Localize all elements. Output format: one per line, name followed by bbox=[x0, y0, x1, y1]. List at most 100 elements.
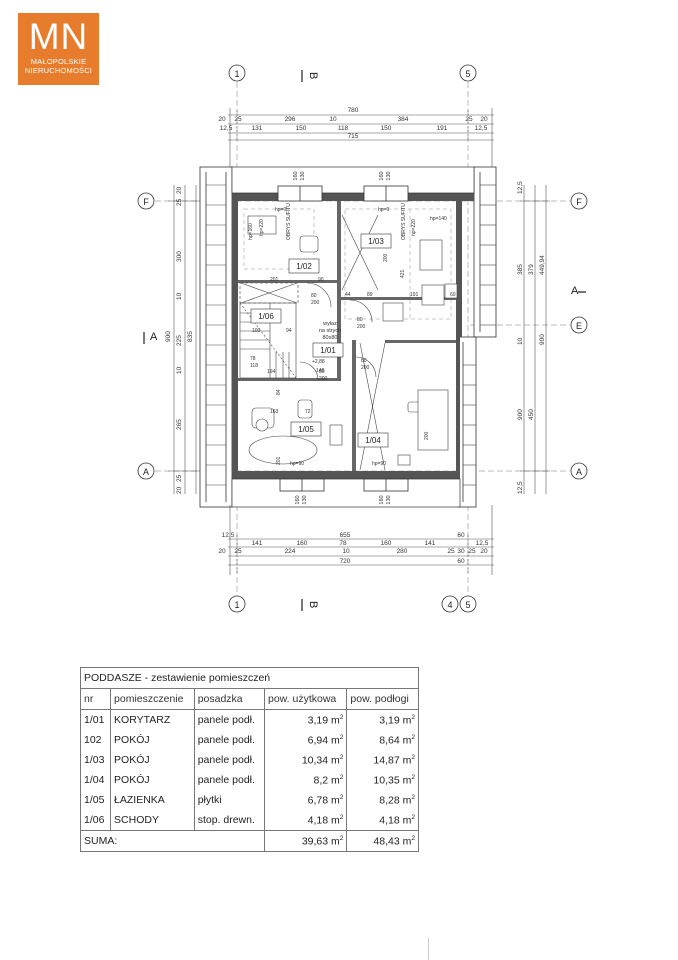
dim-top-r2-2: 131 bbox=[252, 125, 263, 132]
inner-walls bbox=[238, 201, 456, 471]
dim-bottom-r2-5: 280 bbox=[397, 548, 408, 555]
header-usable-area: pow. użytkowa bbox=[263, 688, 348, 710]
grid-label-1-bottom: 1 bbox=[234, 600, 239, 610]
row-room: SCHODY bbox=[110, 810, 195, 831]
plan-annotations: hp=0 hp=0 hp=90 hp=90 hp=160 hp=220 OBRY… bbox=[248, 203, 456, 467]
section-markers: B B A A bbox=[143, 70, 586, 611]
wall-bands bbox=[231, 166, 475, 508]
dim-top-1: 20 bbox=[218, 116, 226, 123]
attic-label-1: wyłaz bbox=[322, 321, 337, 327]
table-row: 1/01 KORYTARZ panele podł. 3,19 m2 3,19 … bbox=[79, 709, 419, 730]
logo-mark: MN bbox=[28, 16, 89, 57]
dim-bottom-4: 78 bbox=[339, 540, 347, 547]
dim-right-total-3: 900 bbox=[517, 409, 524, 420]
windows bbox=[277, 185, 409, 492]
dim-left-6: 10 bbox=[176, 366, 183, 374]
stairs bbox=[239, 282, 299, 379]
ann-163: 163 bbox=[270, 409, 279, 415]
room-1-05-label: 1/05 bbox=[298, 425, 314, 434]
row-nr: 102 bbox=[79, 730, 112, 750]
window-1-h: 130 bbox=[300, 171, 306, 180]
dim-left-total-2: 835 bbox=[187, 331, 194, 342]
door-swings bbox=[299, 282, 377, 381]
window-4-w: 160 bbox=[379, 495, 385, 504]
ann-hp140: hp=140 bbox=[430, 216, 447, 222]
ann-72: 72 bbox=[305, 409, 311, 415]
header-floor-finish: posadzka bbox=[193, 688, 265, 710]
dim-left-9: 20 bbox=[176, 486, 183, 494]
dim-bottom-r2-6: 25 bbox=[447, 548, 455, 555]
row-room: KORYTARZ bbox=[110, 709, 195, 730]
logo-line-2: NIERUCHOMOŚCI bbox=[24, 66, 93, 75]
row-nr: 1/06 bbox=[79, 810, 112, 831]
sum-label: SUMA: bbox=[80, 830, 265, 852]
row-room: ŁAZIENKA bbox=[110, 790, 195, 810]
ann-hp90-1: hp=90 bbox=[290, 461, 304, 467]
ann-level: +2,88 bbox=[312, 359, 325, 365]
divider bbox=[428, 938, 429, 960]
row-usable: 6,94 m2 bbox=[263, 730, 348, 750]
dim-top-r2-3: 150 bbox=[296, 125, 307, 132]
window-1-w: 160 bbox=[293, 171, 299, 180]
row-nr: 1/01 bbox=[79, 709, 112, 730]
row-usable: 4,18 m2 bbox=[263, 810, 348, 831]
header-room: pomieszczenie bbox=[110, 688, 195, 710]
grid-markers bbox=[137, 64, 588, 613]
ann-118: 118 bbox=[250, 363, 258, 369]
ann-obrys-1: OBRYS SUFITU bbox=[286, 203, 292, 240]
ann-door-2a: 80 bbox=[357, 317, 363, 323]
dimension-lines-top bbox=[228, 108, 494, 175]
dim-left-2: 25 bbox=[176, 198, 183, 206]
table-row: 102 POKÓJ panele podł. 6,94 m2 8,64 m2 bbox=[79, 730, 419, 750]
dimension-text-right: 12,5 385 10 379 450 12,5 449,94 900 900 bbox=[517, 181, 546, 494]
dim-bottom-r3: 720 bbox=[340, 558, 351, 565]
fixtures bbox=[247, 215, 458, 466]
outer-walls bbox=[232, 193, 474, 479]
dim-bottom-5: 160 bbox=[381, 540, 392, 547]
ann-84: 84 bbox=[276, 389, 282, 395]
row-usable: 3,19 m2 bbox=[263, 709, 348, 730]
dim-bottom-r2-4: 10 bbox=[342, 548, 350, 555]
grid-label-a-right: A bbox=[576, 467, 582, 477]
section-b-top: B bbox=[307, 72, 319, 79]
section-a-left: A bbox=[150, 331, 158, 343]
ann-60: 60 bbox=[450, 292, 456, 298]
window-3-w: 160 bbox=[295, 495, 301, 504]
row-usable: 10,34 m2 bbox=[263, 750, 348, 770]
grid-label-a-left: A bbox=[143, 467, 149, 477]
ann-door-4a: 80 bbox=[319, 369, 325, 375]
dim-bottom-2: 141 bbox=[252, 540, 263, 547]
row-floor: 4,18 m2 bbox=[346, 810, 419, 831]
dimension-text-bottom: 12,5 141 160 78 160 141 12,5 655 60 20 2… bbox=[218, 532, 488, 565]
ann-200b: 200 bbox=[424, 431, 430, 440]
grid-label-e-right: E bbox=[576, 321, 582, 331]
dim-left-1: 20 bbox=[176, 186, 183, 194]
diagonals bbox=[239, 214, 386, 471]
ann-90: 90 bbox=[318, 277, 324, 283]
room-schedule-table: PODDASZE - zestawienie pomieszczeń nr po… bbox=[79, 667, 419, 852]
dim-bottom-r2-2: 25 bbox=[234, 548, 242, 555]
dim-right-1: 12,5 bbox=[517, 181, 524, 194]
ann-194: 194 bbox=[267, 369, 276, 375]
sum-usable: 39,63 m2 bbox=[263, 830, 348, 852]
dim-right-total-2: 900 bbox=[539, 334, 546, 345]
ann-hp160: hp=160 bbox=[248, 223, 254, 240]
header-nr: nr bbox=[79, 688, 112, 710]
ann-100: 100 bbox=[252, 328, 261, 334]
dim-bottom-6: 141 bbox=[425, 540, 436, 547]
dim-top-2: 25 bbox=[234, 116, 242, 123]
ann-obrys-2: OBRYS SUFITU bbox=[401, 203, 407, 240]
window-2-h: 130 bbox=[386, 171, 392, 180]
row-floor: 8,28 m2 bbox=[346, 790, 419, 810]
dim-top-r2-5: 150 bbox=[381, 125, 392, 132]
table-caption: PODDASZE - zestawienie pomieszczeń bbox=[80, 667, 419, 689]
dim-bottom-7: 12,5 bbox=[476, 540, 489, 547]
room-1-04-label: 1/04 bbox=[365, 436, 381, 445]
row-floor: 14,87 m2 bbox=[346, 750, 419, 770]
row-nr: 1/04 bbox=[79, 770, 112, 790]
ann-door-1b: 200 bbox=[311, 300, 320, 306]
dim-top-5: 384 bbox=[398, 116, 409, 123]
room-label-boxes bbox=[250, 233, 392, 448]
grid-label-f-left: F bbox=[143, 197, 149, 207]
dimension-text-left: 20 25 300 10 225 10 265 25 20 900 835 bbox=[165, 186, 194, 494]
